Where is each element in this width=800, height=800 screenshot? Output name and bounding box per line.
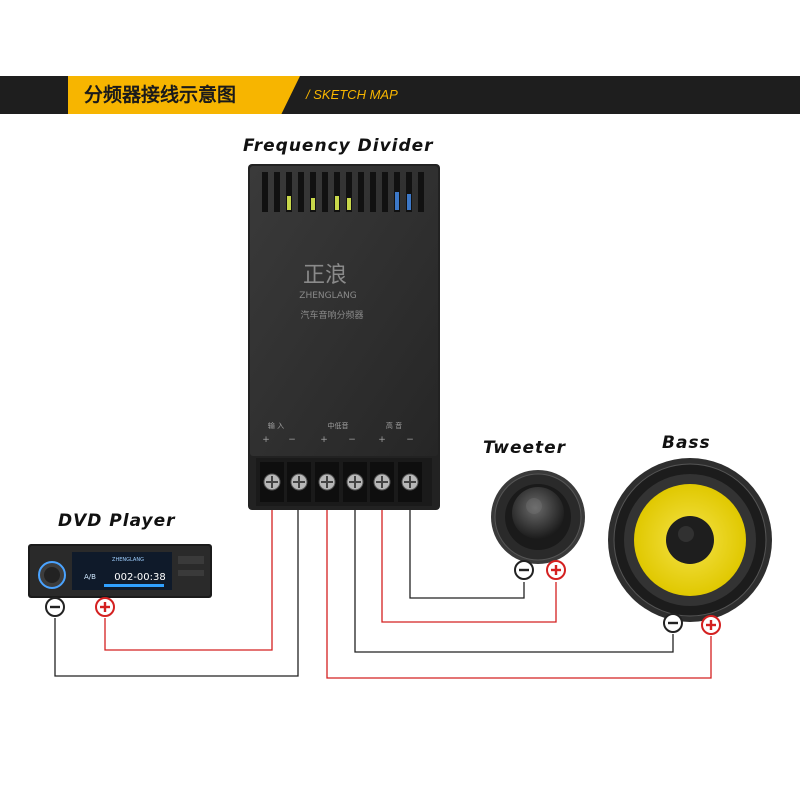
divider-group-midbass: 中低音 (328, 421, 349, 430)
tweeter-dome (512, 487, 564, 539)
wire-input-positive (104, 500, 273, 651)
divider-brand-en: ZHENGLANG (299, 291, 356, 301)
dvd-screen-time: 002-00:38 (114, 572, 166, 583)
terminal-screw (343, 462, 367, 502)
bass-negative-terminal (663, 613, 683, 633)
polarity-mark: + (262, 435, 270, 445)
tweeter-label: Tweeter (483, 438, 567, 458)
wire-bass-negative (354, 500, 674, 653)
dvd-screen-brand: ZHENGLANG (112, 557, 144, 563)
divider-group-treble: 高 音 (386, 421, 402, 430)
vent-slots (262, 172, 424, 212)
header-subtitle: / SKETCH MAP (306, 87, 398, 102)
wire-input-negative (54, 500, 299, 677)
divider-group-input: 输 入 (268, 421, 284, 430)
bass-speaker (608, 458, 772, 622)
wire-tweeter-positive (381, 500, 557, 623)
terminal-screw (398, 462, 422, 502)
bass-positive-terminal (701, 615, 721, 635)
wire-bass-positive (326, 500, 712, 679)
polarity-mark: − (406, 435, 414, 445)
dvd-player: ZHENGLANG A/B 002-00:38 (28, 544, 212, 598)
terminal-screw (287, 462, 311, 502)
header-accent (68, 76, 300, 114)
dvd-player-label: DVD Player (58, 511, 176, 531)
terminals (260, 462, 422, 502)
divider-brand-cn: 正浪 (303, 263, 347, 288)
tweeter (491, 470, 585, 564)
wires (54, 500, 712, 679)
polarity-marks: + − + − + − (262, 435, 414, 445)
frequency-divider: 正浪 ZHENGLANG 汽车音响分频器 输 入 中低音 高 音 + − + −… (248, 164, 440, 510)
polarity-mark: + (378, 435, 386, 445)
terminal-screw (315, 462, 339, 502)
frequency-divider-label: Frequency Divider (243, 136, 434, 156)
dvd-negative-terminal (45, 597, 65, 617)
polarity-mark: − (348, 435, 356, 445)
bass-label: Bass (662, 433, 711, 453)
tweeter-positive-terminal (546, 560, 566, 580)
terminal-screw (260, 462, 284, 502)
divider-subtitle: 汽车音响分频器 (300, 309, 363, 321)
terminal-screw (370, 462, 394, 502)
wire-tweeter-negative (409, 500, 525, 599)
polarity-mark: + (320, 435, 328, 445)
polarity-mark: − (288, 435, 296, 445)
dvd-screen-side: A/B (84, 573, 96, 581)
tweeter-negative-terminal (514, 560, 534, 580)
dvd-positive-terminal (95, 597, 115, 617)
header-title: 分频器接线示意图 (84, 84, 237, 106)
